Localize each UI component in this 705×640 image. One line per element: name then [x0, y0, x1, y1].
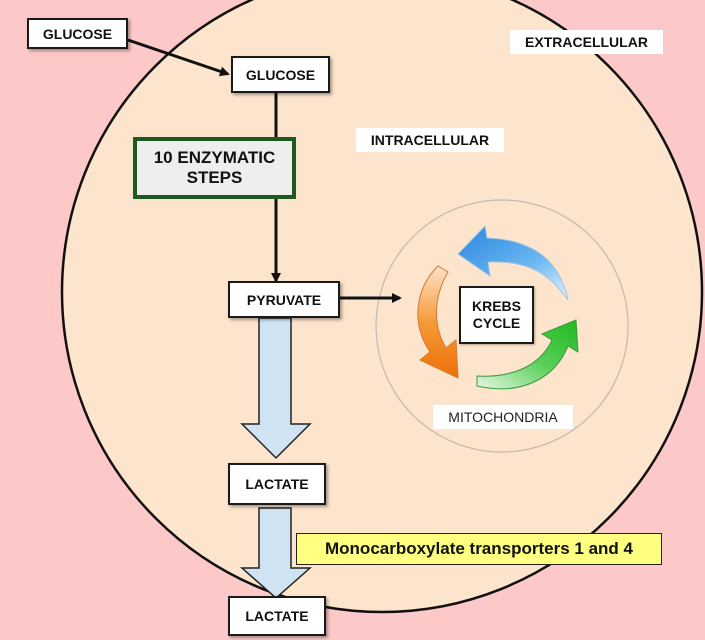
extracellular-label: EXTRACELLULAR [510, 30, 663, 54]
pyruvate-box: PYRUVATE [228, 281, 340, 318]
lactate-export-block-arrow [240, 507, 312, 600]
intracellular-label: INTRACELLULAR [356, 128, 504, 152]
pyruvate-to-lactate-block-arrow [240, 317, 312, 460]
mitochondria-boundary [375, 199, 629, 453]
cell-membrane [60, 0, 704, 614]
krebs-green-arrow [476, 319, 579, 390]
transporters-label: Monocarboxylate transporters 1 and 4 [296, 533, 662, 565]
krebs-blue-arrow [457, 224, 569, 301]
enzymatic-steps-box: 10 ENZYMATIC STEPS [133, 137, 296, 199]
glucose-entry-arrow [127, 38, 230, 77]
lactate-outside-box: LACTATE [228, 596, 326, 636]
krebs-orange-arrow [417, 265, 459, 379]
lactate-inside-box: LACTATE [228, 463, 326, 505]
glucose-outside-box: GLUCOSE [27, 18, 128, 49]
krebs-cycle-box: KREBS CYCLE [459, 286, 534, 344]
mitochondria-label: MITOCHONDRIA [433, 405, 573, 429]
glucose-inside-box: GLUCOSE [231, 56, 330, 93]
